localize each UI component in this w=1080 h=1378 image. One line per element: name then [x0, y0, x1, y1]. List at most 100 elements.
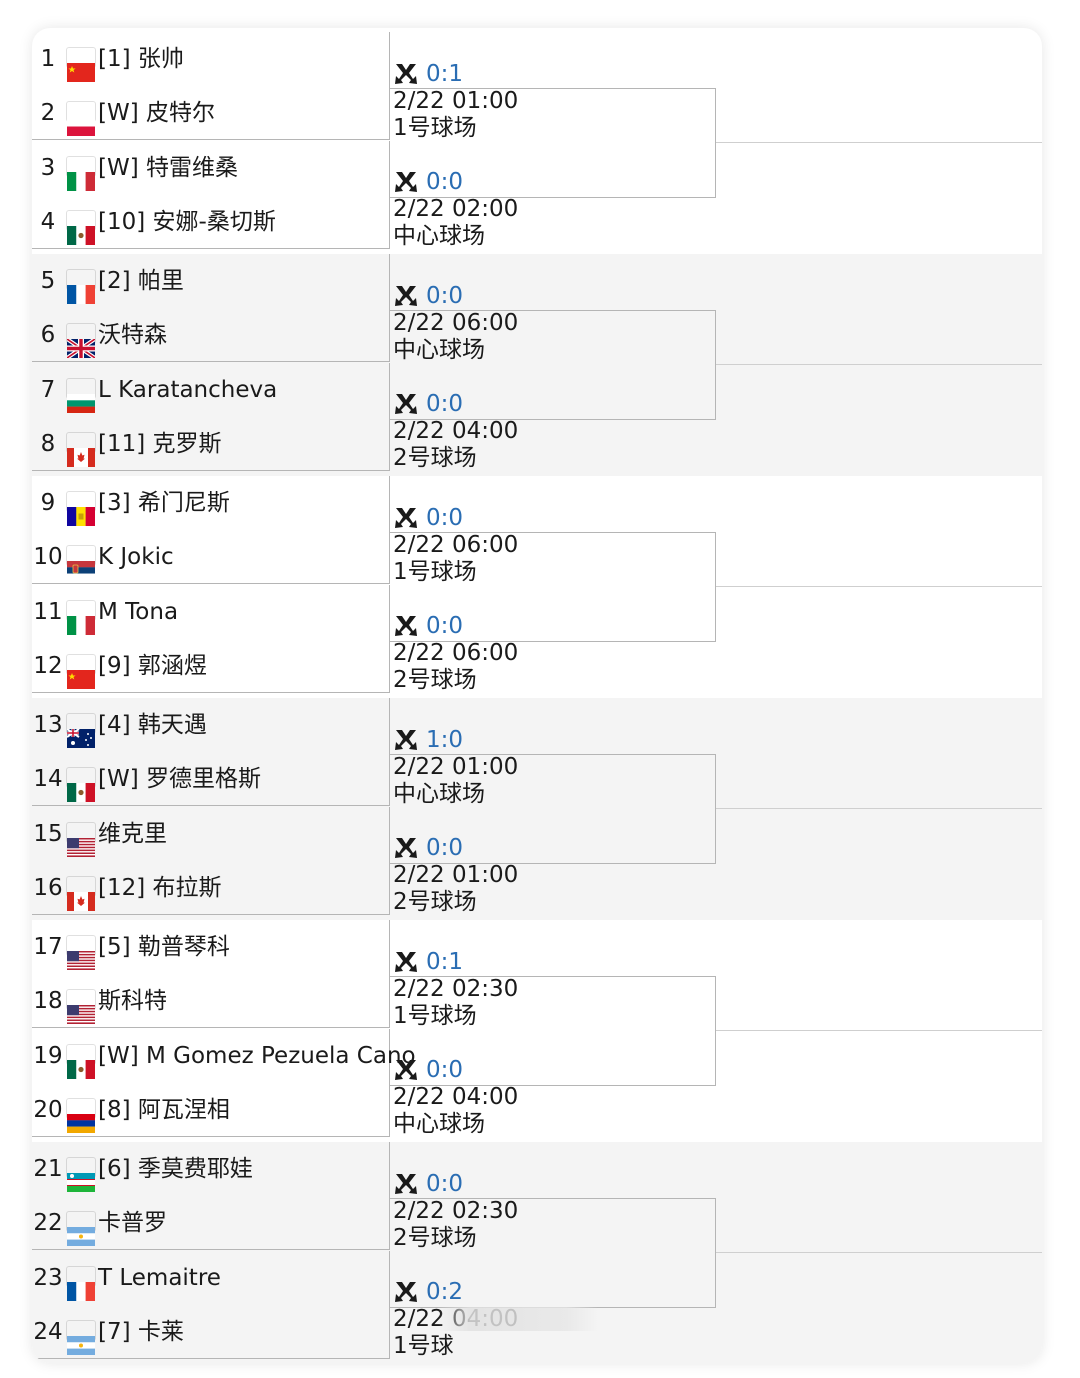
next-round-line	[715, 1252, 1042, 1253]
first-round-matchup	[32, 32, 390, 140]
bracket-connector	[390, 88, 716, 198]
player-row[interactable]: 10 K Jokic	[32, 530, 389, 584]
player-row[interactable]: 13 [4] 韩天遇	[32, 698, 389, 752]
player-name[interactable]: [4] 韩天遇	[98, 712, 207, 738]
armenia-flag	[67, 1099, 95, 1133]
match-score[interactable]: 0:0	[426, 391, 464, 417]
mexico-flag	[67, 768, 95, 802]
match-time: 2/22 04:00	[393, 418, 519, 444]
player-name[interactable]: [10] 安娜-桑切斯	[98, 209, 276, 235]
player-row[interactable]: 9[3] 希门尼斯	[32, 476, 389, 530]
player-name[interactable]: [5] 勒普琴科	[98, 934, 230, 960]
player-name[interactable]: [1] 张帅	[98, 46, 184, 72]
player-row[interactable]: 12 [9] 郭涵煜	[32, 639, 389, 693]
bracket-connector	[390, 976, 716, 1086]
player-row[interactable]: 2 [W] 皮特尔	[32, 86, 389, 140]
player-name[interactable]: T Lemaitre	[98, 1265, 221, 1291]
match-score[interactable]: 0:1	[426, 61, 464, 87]
draw-position: 19	[33, 1043, 63, 1069]
match-court: 中心球场	[393, 337, 485, 363]
player-name[interactable]: [8] 阿瓦涅相	[98, 1097, 230, 1123]
first-round-matchup	[32, 1142, 390, 1250]
france-flag	[67, 1267, 95, 1301]
player-name[interactable]: K Jokic	[98, 544, 174, 570]
player-name[interactable]: [11] 克罗斯	[98, 431, 222, 457]
player-name[interactable]: 卡普罗	[98, 1210, 167, 1236]
player-name[interactable]: M Tona	[98, 599, 179, 625]
player-row[interactable]: 20[8] 阿瓦涅相	[32, 1083, 389, 1137]
player-row[interactable]: 22 卡普罗	[32, 1196, 389, 1250]
player-name[interactable]: [W] 皮特尔	[98, 100, 215, 126]
player-row[interactable]: 18 斯科特	[32, 974, 389, 1028]
draw-position: 21	[33, 1156, 63, 1182]
player-row[interactable]: 15 维克里	[32, 807, 389, 861]
draw-position: 1	[40, 46, 56, 72]
watermark-blur	[438, 1307, 598, 1331]
player-row[interactable]: 7 L Karatancheva	[32, 363, 389, 417]
china-flag	[67, 655, 95, 689]
player-row[interactable]: 6 沃特森	[32, 308, 389, 362]
player-name[interactable]: 维克里	[98, 821, 167, 847]
draw-position: 11	[33, 599, 63, 625]
match-court: 1号球场	[393, 1003, 477, 1029]
draw-position: 17	[33, 934, 63, 960]
match-court: 2号球场	[393, 1225, 477, 1251]
player-row[interactable]: 16 [12] 布拉斯	[32, 861, 389, 915]
player-name[interactable]: [W] 罗德里格斯	[98, 766, 261, 792]
match-score[interactable]: 0:1	[426, 949, 464, 975]
player-row[interactable]: 8[11] 克罗斯	[32, 417, 389, 471]
usa-flag	[67, 936, 95, 970]
match-score[interactable]: 1:0	[426, 727, 464, 753]
player-name[interactable]: L Karatancheva	[98, 377, 278, 403]
player-row[interactable]: 24[7] 卡莱	[32, 1305, 389, 1359]
player-row[interactable]: 17 [5] 勒普琴科	[32, 920, 389, 974]
player-name[interactable]: 沃特森	[98, 322, 167, 348]
player-name[interactable]: [3] 希门尼斯	[98, 490, 230, 516]
match-score[interactable]: 0:0	[426, 1171, 464, 1197]
player-name[interactable]: [W] M Gomez Pezuela Cano	[98, 1043, 416, 1069]
australia-flag	[66, 714, 95, 748]
andorra-flag	[67, 492, 95, 526]
player-row[interactable]: 11 M Tona	[32, 585, 389, 639]
first-round-matchup	[32, 141, 390, 249]
player-name[interactable]: [W] 特雷维桑	[98, 155, 238, 181]
player-name[interactable]: 斯科特	[98, 988, 167, 1014]
match-score[interactable]: 0:0	[426, 283, 464, 309]
player-name[interactable]: [2] 帕里	[98, 268, 184, 294]
draw-position: 13	[33, 712, 63, 738]
match-score[interactable]: 0:0	[426, 613, 464, 639]
match-court: 2号球场	[393, 445, 477, 471]
player-row[interactable]: 14[W] 罗德里格斯	[32, 752, 389, 806]
player-name[interactable]: [7] 卡莱	[98, 1319, 184, 1345]
player-name[interactable]: [6] 季莫费耶娃	[98, 1156, 253, 1182]
usa-flag	[67, 823, 95, 857]
serbia-flag	[67, 546, 95, 580]
draw-position: 12	[33, 653, 63, 679]
player-row[interactable]: 3[W] 特雷维桑	[32, 141, 389, 195]
player-row[interactable]: 19 [W] M Gomez Pezuela Cano	[32, 1029, 416, 1083]
draw-position: 2	[40, 100, 56, 126]
match-score[interactable]: 0:0	[426, 835, 464, 861]
player-row[interactable]: 5[2] 帕里	[32, 254, 389, 308]
match-score[interactable]: 0:0	[426, 1057, 464, 1083]
match-score[interactable]: 0:0	[426, 505, 464, 531]
match-court: 中心球场	[393, 781, 485, 807]
draw-position: 16	[33, 875, 63, 901]
player-row[interactable]: 21 [6] 季莫费耶娃	[32, 1142, 389, 1196]
match-time: 2/22 01:00	[393, 862, 519, 888]
match-score[interactable]: 0:2	[426, 1279, 464, 1305]
player-row[interactable]: 23 T Lemaitre	[32, 1251, 389, 1305]
first-round-matchup	[32, 698, 390, 806]
canada-flag	[67, 433, 95, 467]
match-time: 2/22 02:30	[393, 976, 519, 1002]
match-score[interactable]: 0:0	[426, 169, 464, 195]
player-name[interactable]: [9] 郭涵煜	[98, 653, 207, 679]
player-row[interactable]: 4[10] 安娜-桑切斯	[32, 195, 389, 249]
player-row[interactable]: 1 [1] 张帅	[32, 32, 389, 86]
player-name[interactable]: [12] 布拉斯	[98, 875, 222, 901]
draw-position: 10	[33, 544, 63, 570]
first-round-matchup	[32, 363, 390, 471]
